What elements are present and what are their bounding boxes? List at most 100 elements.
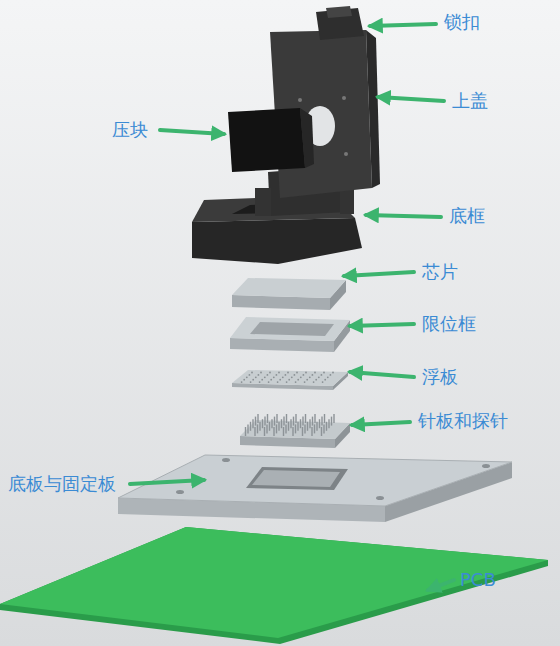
plate-hole bbox=[251, 372, 253, 374]
leader-arrows bbox=[130, 24, 454, 590]
plate-hole bbox=[264, 376, 266, 378]
plate-hole bbox=[294, 374, 296, 376]
pin-plate bbox=[240, 414, 350, 448]
plate-hole bbox=[273, 376, 275, 378]
probe-pin bbox=[288, 422, 289, 431]
part-label: PCB bbox=[460, 569, 496, 591]
plate-hole bbox=[282, 376, 284, 378]
probe-pin bbox=[307, 422, 308, 431]
probe-pin bbox=[324, 414, 325, 423]
plate-hole bbox=[327, 376, 329, 378]
part-label: 芯片 bbox=[422, 261, 458, 283]
probe-pin bbox=[295, 424, 296, 433]
plate-hole bbox=[260, 372, 262, 374]
probe-pin bbox=[283, 417, 284, 426]
pressure-block bbox=[228, 108, 314, 172]
plate-hole bbox=[276, 374, 278, 376]
probe-pin bbox=[319, 419, 320, 428]
probe-pin bbox=[309, 419, 310, 428]
part-label: 浮板 bbox=[422, 366, 458, 388]
probe-pin bbox=[259, 422, 260, 431]
part-label: 压块 bbox=[112, 119, 148, 141]
plate-hole bbox=[330, 374, 332, 376]
plate-hole bbox=[252, 379, 254, 381]
plate-hole bbox=[255, 376, 257, 378]
lock-latch bbox=[316, 6, 364, 40]
probe-pin bbox=[255, 417, 256, 426]
probe-pin bbox=[295, 414, 296, 423]
probe-pin bbox=[293, 417, 294, 426]
plate-hole bbox=[321, 374, 323, 376]
probe-pin bbox=[311, 427, 312, 436]
plate-hole bbox=[323, 372, 325, 374]
probe-pin bbox=[271, 419, 272, 428]
probe-pin bbox=[326, 422, 327, 431]
plate-hole bbox=[313, 381, 315, 383]
plate-hole bbox=[322, 381, 324, 383]
probe-pin bbox=[269, 422, 270, 431]
probe-pin bbox=[252, 419, 253, 428]
probe-pin bbox=[273, 427, 274, 436]
probe-pin bbox=[257, 424, 258, 433]
probe-pin bbox=[328, 419, 329, 428]
plate-hole bbox=[300, 376, 302, 378]
probe-pin bbox=[250, 422, 251, 431]
plate-hole bbox=[279, 379, 281, 381]
plate-hole bbox=[268, 381, 270, 383]
plate-hole bbox=[315, 379, 317, 381]
limit-frame bbox=[230, 317, 350, 352]
plate-hole bbox=[291, 376, 293, 378]
probe-pin bbox=[300, 419, 301, 428]
plate-hole bbox=[309, 376, 311, 378]
plate-hole bbox=[270, 379, 272, 381]
pcb-board bbox=[0, 527, 548, 644]
probe-pin bbox=[245, 427, 246, 436]
plate-hole bbox=[297, 379, 299, 381]
probe-pin bbox=[297, 422, 298, 431]
probe-pin bbox=[254, 427, 255, 436]
part-label: 上盖 bbox=[452, 90, 488, 112]
probe-pin bbox=[266, 424, 267, 433]
probe-pin bbox=[304, 424, 305, 433]
probe-pin bbox=[333, 414, 334, 423]
probe-pin bbox=[247, 424, 248, 433]
plate-hole bbox=[318, 376, 320, 378]
part-label: 针板和探针 bbox=[418, 410, 508, 432]
plate-hole bbox=[288, 379, 290, 381]
plate-hole bbox=[267, 374, 269, 376]
plate-hole bbox=[246, 376, 248, 378]
probe-pin bbox=[264, 427, 265, 436]
probe-pin bbox=[323, 424, 324, 433]
probe-pin bbox=[321, 427, 322, 436]
probe-pin bbox=[267, 414, 268, 423]
plate-hole bbox=[296, 372, 298, 374]
plate-hole bbox=[324, 379, 326, 381]
plate-hole bbox=[277, 381, 279, 383]
plate-hole bbox=[259, 381, 261, 383]
part-label: 锁扣 bbox=[444, 11, 480, 33]
probe-pin bbox=[292, 427, 293, 436]
base-plate bbox=[118, 455, 512, 522]
plate-hole bbox=[305, 372, 307, 374]
chip bbox=[232, 278, 346, 310]
plate-hole bbox=[295, 381, 297, 383]
plate-hole bbox=[278, 372, 280, 374]
plate-hole bbox=[303, 374, 305, 376]
probe-pin bbox=[285, 424, 286, 433]
plate-holes bbox=[241, 372, 334, 383]
plate-hole bbox=[314, 372, 316, 374]
floating-plate bbox=[232, 370, 348, 390]
plate-hole bbox=[261, 379, 263, 381]
probe-pin bbox=[283, 427, 284, 436]
probe-pin bbox=[276, 414, 277, 423]
plate-hole bbox=[285, 374, 287, 376]
probe-pin bbox=[286, 414, 287, 423]
probe-pins bbox=[246, 414, 335, 436]
probe-pin bbox=[321, 417, 322, 426]
probe-pin bbox=[264, 417, 265, 426]
probe-pin bbox=[302, 417, 303, 426]
plate-hole bbox=[241, 381, 243, 383]
probe-pin bbox=[276, 424, 277, 433]
plate-hole bbox=[306, 379, 308, 381]
probe-pin bbox=[262, 419, 263, 428]
